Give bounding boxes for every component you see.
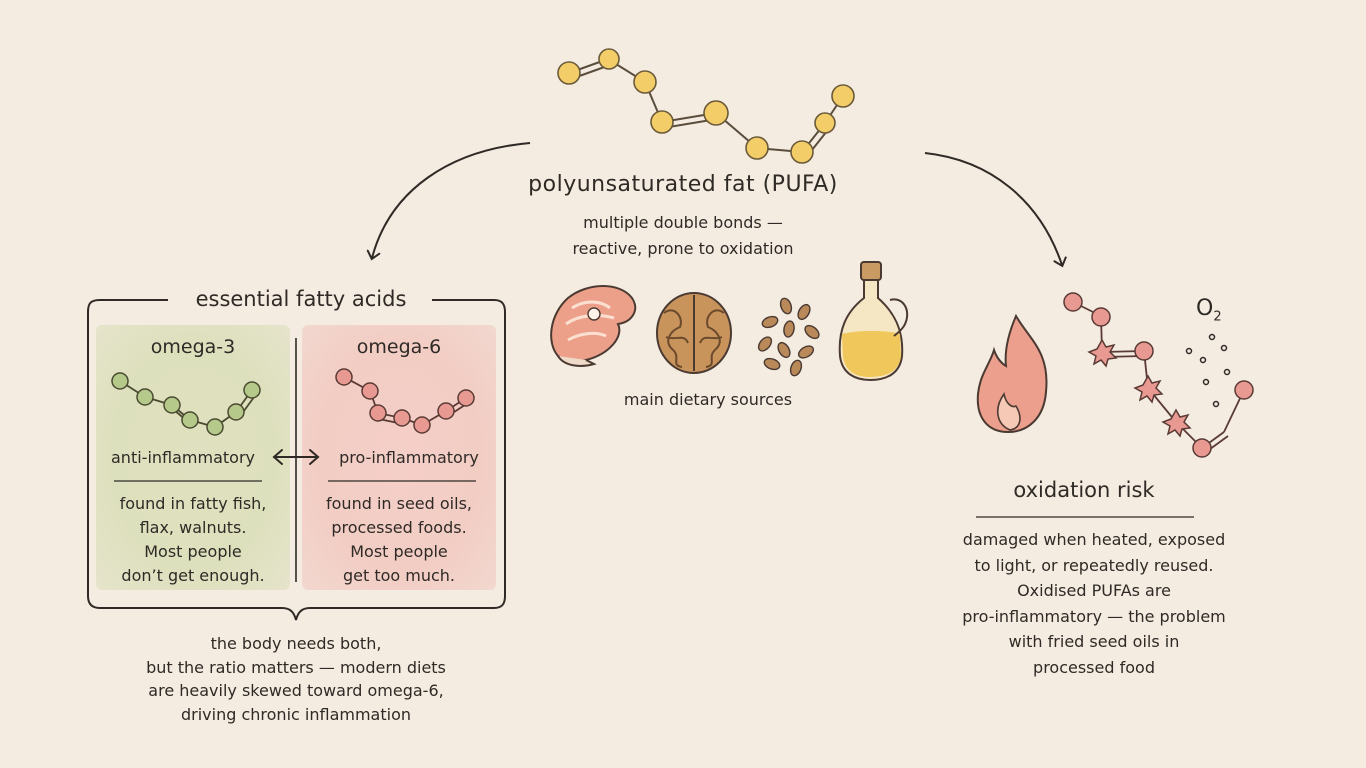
oxidation-risk-title: oxidation risk — [1013, 478, 1155, 502]
omega-6-line: get too much. — [342, 566, 456, 585]
oil-bottle-icon — [838, 261, 909, 382]
omega-3-line: don’t get enough. — [121, 566, 265, 585]
omega-6-effect: pro-inflammatory — [339, 448, 479, 467]
oxygen-subscript: 2 — [1213, 309, 1222, 325]
oxidation-risk-description: damaged when heated, exposed to light, o… — [954, 527, 1234, 680]
arrow-to-oxidation-risk — [924, 152, 1067, 268]
pufa-title: polyunsaturated fat (PUFA) — [528, 172, 838, 197]
pufa-subtitle-line: reactive, prone to oxidation — [572, 239, 794, 258]
oxygen-bubbles-icon — [1185, 333, 1231, 408]
omega-3-panel — [96, 325, 290, 590]
oxidation-line: pro-inflammatory — the problem — [962, 606, 1226, 626]
double-arrow-icon — [272, 449, 320, 465]
sources-label: main dietary sources — [623, 390, 793, 409]
essential-fatty-acids-note: the body needs both, but the ratio matte… — [120, 632, 472, 726]
oxidation-line: processed food — [1033, 657, 1155, 677]
damaged-molecule-icon — [1063, 292, 1254, 458]
omega-6-title: omega-6 — [356, 336, 442, 358]
note-line: are heavily skewed toward omega-6, — [148, 681, 444, 700]
walnut-icon — [656, 292, 732, 374]
salmon-steak-icon — [550, 285, 637, 367]
oxygen-symbol: O — [1196, 296, 1214, 321]
note-line: the body needs both, — [210, 634, 382, 653]
omega-6-molecule-icon — [335, 368, 475, 434]
omega-6-line: processed foods. — [331, 518, 467, 537]
seeds-icon — [757, 297, 820, 377]
note-line: but the ratio matters — modern diets — [146, 657, 446, 677]
pufa-molecule-icon — [557, 48, 855, 164]
omega-3-line: flax, walnuts. — [139, 518, 247, 537]
omega-3-effect: anti-inflammatory — [111, 448, 255, 467]
omega-3-line: Most people — [144, 542, 242, 561]
oxygen-label: O2 — [1196, 296, 1222, 324]
omega-3-molecule-icon — [111, 372, 261, 436]
oxidation-line: to light, or repeatedly reused. — [974, 555, 1214, 575]
pufa-subtitle: multiple double bonds — reactive, prone … — [520, 210, 846, 262]
oxidation-line: damaged when heated, exposed — [962, 530, 1226, 549]
oxidation-line: Oxidised PUFAs are — [1017, 581, 1171, 600]
omega-6-line: found in seed oils, — [326, 494, 472, 513]
note-line: driving chronic inflammation — [181, 704, 411, 724]
omega-6-description: found in seed oils, processed foods. Mos… — [302, 492, 496, 588]
omega-3-title: omega-3 — [150, 336, 236, 358]
omega-3-line: found in fatty fish, — [119, 494, 267, 513]
arrow-to-essential-fatty-acids — [366, 142, 531, 261]
oxidation-line: with fried seed oils in — [1008, 632, 1180, 651]
essential-fatty-acids-title: essential fatty acids — [176, 287, 426, 311]
omega-3-description: found in fatty fish, flax, walnuts. Most… — [96, 492, 290, 588]
omega-6-panel — [302, 325, 496, 590]
flame-icon — [976, 313, 1048, 434]
essential-fatty-acids-bracket — [87, 299, 506, 621]
pufa-subtitle-line: multiple double bonds — — [583, 213, 783, 232]
omega-6-line: Most people — [350, 542, 448, 561]
